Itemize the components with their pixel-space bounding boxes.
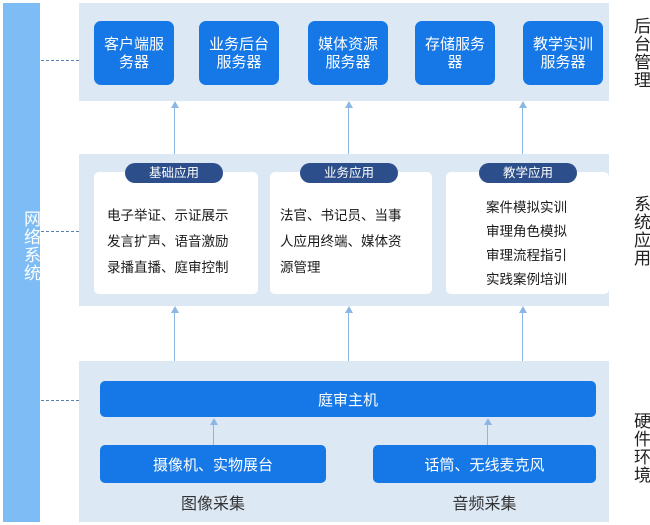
pill-basic-apps: 基础应用 — [125, 163, 223, 183]
caption-audio-capture: 音频采集 — [452, 494, 517, 513]
card-line: 电子举证、示证展示 — [107, 208, 229, 224]
card-line: 录播直播、庭审控制 — [107, 260, 229, 276]
arrow-up-6 — [519, 306, 527, 313]
arrow-line-6 — [522, 312, 523, 361]
dashed-connector-backend — [41, 60, 79, 61]
dashed-connector-hardware — [41, 400, 79, 401]
arrow-up-4 — [171, 306, 179, 313]
card-line: 发言扩声、语音激励 — [107, 234, 229, 250]
pill-teaching-apps: 教学应用 — [479, 163, 577, 183]
card-line: 审理流程指引 — [486, 248, 567, 264]
caption-image-capture: 图像采集 — [180, 494, 245, 513]
card-line: 审理角色模拟 — [486, 224, 567, 240]
pill-business-apps: 业务应用 — [300, 163, 398, 183]
card-teaching-apps-text: 案件模拟实训 审理角色模拟 审理流程指引 实践案例培训 — [486, 196, 606, 292]
card-line: 实践案例培训 — [486, 272, 567, 288]
court-host-bar: 庭审主机 — [100, 381, 596, 417]
server-teaching-training: 教学实训服务器 — [523, 21, 603, 85]
card-business-apps — [270, 172, 432, 294]
arrow-up-5 — [345, 306, 353, 313]
network-bar — [3, 3, 40, 522]
arrow-up-1 — [171, 101, 179, 108]
device-camera-bar: 摄像机、实物展台 — [100, 445, 326, 483]
arrow-line-8 — [487, 424, 488, 445]
dashed-connector-system — [41, 231, 79, 232]
arrow-up-8 — [484, 418, 492, 425]
card-line: 源管理 — [280, 260, 321, 276]
server-storage: 存储服务器 — [415, 21, 495, 85]
arrow-up-3 — [519, 101, 527, 108]
arrow-line-7 — [213, 424, 214, 445]
card-business-apps-text: 法官、书记员、当事 人应用终端、媒体资 源管理 — [280, 203, 430, 281]
card-basic-apps — [94, 172, 258, 294]
arrow-line-3 — [522, 107, 523, 154]
card-teaching-apps — [446, 172, 609, 294]
arrow-up-7 — [210, 418, 218, 425]
card-basic-apps-text: 电子举证、示证展示 发言扩声、语音激励 录播直播、庭审控制 — [107, 203, 257, 281]
card-line: 人应用终端、媒体资 — [280, 234, 402, 250]
server-client: 客户端服务器 — [94, 21, 174, 85]
server-media-resource: 媒体资源服务器 — [308, 21, 388, 85]
network-label: 网络系统 — [20, 210, 40, 282]
card-line: 法官、书记员、当事 — [280, 208, 402, 224]
device-mic-bar: 话筒、无线麦克风 — [373, 445, 596, 483]
arrow-up-2 — [345, 101, 353, 108]
server-business-backend: 业务后台服务器 — [199, 21, 279, 85]
arrow-line-4 — [174, 312, 175, 361]
card-line: 案件模拟实训 — [486, 200, 567, 216]
system-label: 系统应用 — [630, 195, 650, 267]
arrow-line-2 — [348, 107, 349, 154]
arrow-line-1 — [174, 107, 175, 154]
backend-label: 后台管理 — [630, 17, 650, 89]
hardware-label: 硬件环境 — [630, 411, 650, 484]
arrow-line-5 — [348, 312, 349, 361]
